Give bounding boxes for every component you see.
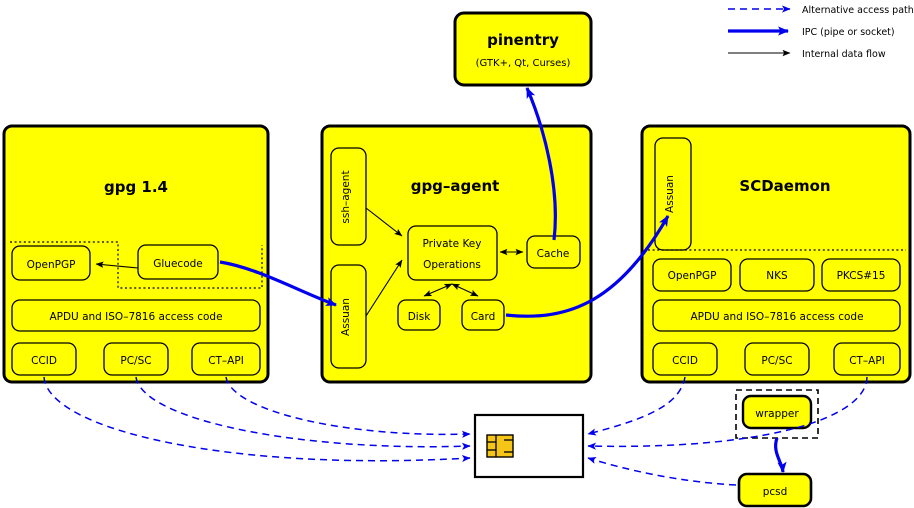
private-key-operations-box[interactable]: Private Key Operations [407, 225, 498, 281]
gpg-agent-cache-box[interactable]: Cache [526, 235, 581, 269]
gpg-agent-assuan-box[interactable]: Assuan [330, 264, 367, 369]
gpg-panel-title: gpg 1.4 [104, 178, 168, 196]
gpg-agent-ssh-agent-box[interactable]: ssh–agent [330, 147, 367, 246]
alt-gpg-pcsc-to-card [135, 376, 471, 450]
scdaemon-nks-box[interactable]: NKS [739, 258, 815, 292]
private-key-operations-line1: Private Key [423, 238, 482, 250]
pinentry-subtitle: (GTK+, Qt, Curses) [476, 58, 571, 69]
scdaemon-panel-title: SCDaemon [739, 177, 830, 195]
legend: Alternative access paths IPC (pipe or so… [728, 5, 914, 60]
scdaemon-reader-ccid[interactable]: CCID [652, 342, 718, 376]
pinentry-node[interactable]: pinentry (GTK+, Qt, Curses) [453, 11, 593, 87]
gpg-agent-disk-box[interactable]: Disk [397, 299, 441, 331]
ipc-wrapper-to-pcsd [774, 437, 787, 473]
legend-item-ipc: IPC (pipe or socket) [728, 26, 895, 38]
legend-label-1: IPC (pipe or socket) [802, 27, 895, 38]
gpg-agent-card-label: Card [471, 311, 496, 323]
scdaemon-openpgp-box[interactable]: OpenPGP [652, 258, 732, 292]
legend-item-internal-data-flow: Internal data flow [728, 49, 886, 60]
scdaemon-reader-ccid-label: CCID [672, 355, 698, 367]
scdaemon-reader-ctapi-label: CT–API [849, 355, 885, 367]
smartcard-chip-icon [486, 434, 514, 458]
gpg-agent-panel-title: gpg–agent [411, 177, 500, 195]
scdaemon-apdu-label: APDU and ISO–7816 access code [690, 311, 863, 323]
pcsd-box[interactable]: pcsd [737, 472, 813, 508]
scdaemon-reader-pcsc-label: PC/SC [761, 355, 792, 367]
smartcard[interactable] [473, 413, 585, 479]
gpg-agent-assuan-label: Assuan [340, 298, 352, 336]
scdaemon-apdu-box[interactable]: APDU and ISO–7816 access code [652, 299, 901, 332]
scdaemon-reader-ctapi[interactable]: CT–API [833, 342, 901, 376]
gpg-reader-ccid-label: CCID [31, 355, 57, 367]
gpg-reader-ccid[interactable]: CCID [11, 342, 77, 376]
alt-scd-ccid-to-card [587, 376, 686, 436]
ipc-agent-card-to-scdaemon-assuan [505, 215, 670, 318]
scdaemon-panel: SCDaemon Assuan OpenPGP NKS PKCS#15 APDU… [640, 124, 912, 384]
gpg-agent-card-box[interactable]: Card [461, 299, 505, 331]
ipc-flows [219, 87, 787, 473]
gpg-openpgp-box[interactable]: OpenPGP [11, 245, 91, 281]
gpg-openpgp-label: OpenPGP [27, 259, 76, 271]
gpg-panel: gpg 1.4 OpenPGP Gluecode APDU and ISO–78… [2, 124, 270, 384]
wrapper-box[interactable]: wrapper [741, 394, 813, 430]
scdaemon-assuan-box[interactable]: Assuan [654, 137, 692, 251]
gpg-agent-cache-label: Cache [537, 248, 570, 260]
gpg-reader-pcsc-label: PC/SC [120, 355, 151, 367]
wrapper-label: wrapper [755, 408, 799, 420]
gpg-agent-panel: gpg–agent ssh–agent Assuan Private Key O… [320, 124, 593, 384]
gpg-agent-ssh-agent-label: ssh–agent [340, 170, 352, 223]
gpg-gluecode-box[interactable]: Gluecode [137, 244, 219, 280]
ipc-gluecode-to-agent-assuan [219, 260, 337, 307]
ipc-cache-to-pinentry [525, 87, 557, 241]
alt-scd-ctapi-to-card [587, 376, 868, 450]
alternative-access-paths [43, 376, 868, 486]
gpg-reader-ctapi-label: CT–API [208, 355, 244, 367]
scdaemon-reader-pcsc[interactable]: PC/SC [744, 342, 810, 376]
gpg-apdu-box[interactable]: APDU and ISO–7816 access code [11, 299, 261, 332]
legend-item-alternative-access-paths: Alternative access paths [728, 5, 914, 16]
gpg-agent-disk-label: Disk [408, 311, 431, 323]
pinentry-title: pinentry [487, 31, 559, 49]
alt-pcsd-to-card [587, 456, 737, 486]
scdaemon-openpgp-label: OpenPGP [668, 270, 717, 282]
wrapper-group: wrapper [735, 389, 819, 439]
scdaemon-assuan-label: Assuan [664, 175, 676, 213]
gpg-reader-ctapi[interactable]: CT–API [191, 342, 261, 376]
legend-label-2: Internal data flow [802, 49, 886, 60]
alt-gpg-ccid-to-card [43, 376, 471, 463]
gpg-apdu-label: APDU and ISO–7816 access code [49, 311, 222, 323]
scdaemon-pkcs15-label: PKCS#15 [837, 270, 886, 282]
legend-label-0: Alternative access paths [802, 5, 914, 16]
alt-gpg-ctapi-to-card [225, 376, 471, 438]
scdaemon-pkcs15-box[interactable]: PKCS#15 [821, 258, 901, 292]
gpg-reader-pcsc[interactable]: PC/SC [103, 342, 169, 376]
pcsd-label: pcsd [763, 486, 788, 498]
private-key-operations-line2: Operations [423, 259, 481, 271]
scdaemon-nks-label: NKS [766, 270, 788, 282]
gpg-gluecode-label: Gluecode [153, 258, 203, 270]
